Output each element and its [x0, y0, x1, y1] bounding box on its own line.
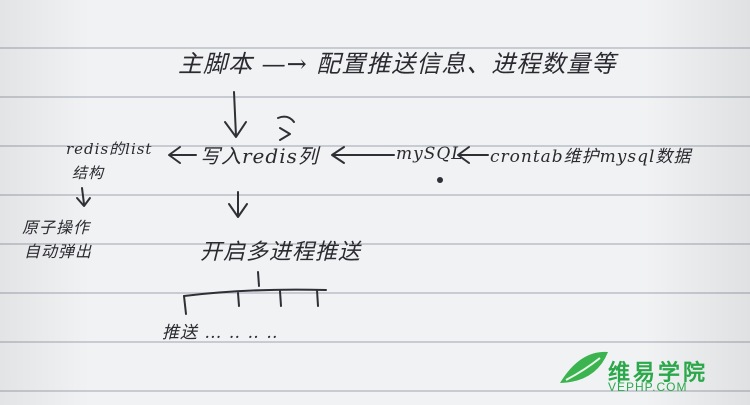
auto-pop-label: 自动弹出 [24, 242, 93, 261]
tree-branch-4 [316, 289, 319, 307]
main-script-label: 主脚本 —→ 配置推送信息、进程数量等 [178, 50, 617, 78]
mysql-label: mySQL [396, 144, 464, 164]
multi-process-label: 开启多进程推送 [200, 240, 362, 265]
tree-stem [257, 271, 260, 287]
write-redis-label: 写入redis列 [200, 144, 319, 168]
redis-structure-label: 结构 [72, 164, 105, 182]
arrow-loop [277, 115, 295, 141]
ink-dot [437, 177, 443, 183]
arrow-down-redis [81, 187, 85, 205]
arrowhead-down-main [224, 121, 247, 138]
tree-bar [183, 288, 327, 297]
push-label: 推送 … ‥ ‥ ‥ [162, 323, 279, 343]
arrowhead-left-crontab [457, 146, 470, 164]
arrow-down-main [233, 91, 237, 137]
watermark-leaf-icon [560, 351, 608, 383]
arrowhead-down-redis [76, 197, 91, 207]
tree-branch-3 [279, 290, 282, 307]
arrowhead-down-multi [228, 203, 248, 218]
redis-list-label: redis的list [66, 140, 153, 158]
crontab-label: crontab维护mysql数据 [490, 147, 692, 167]
tree-branch-2 [237, 292, 240, 307]
arrowhead-left-redis [168, 146, 181, 164]
tree-branch-1 [183, 295, 187, 315]
watermark-url: VEPHP.COM [608, 380, 688, 394]
arrowhead-left-mysql [331, 146, 345, 164]
atomic-op-label: 原子操作 [22, 218, 91, 237]
watermark-name: 维易学院 [608, 360, 709, 385]
